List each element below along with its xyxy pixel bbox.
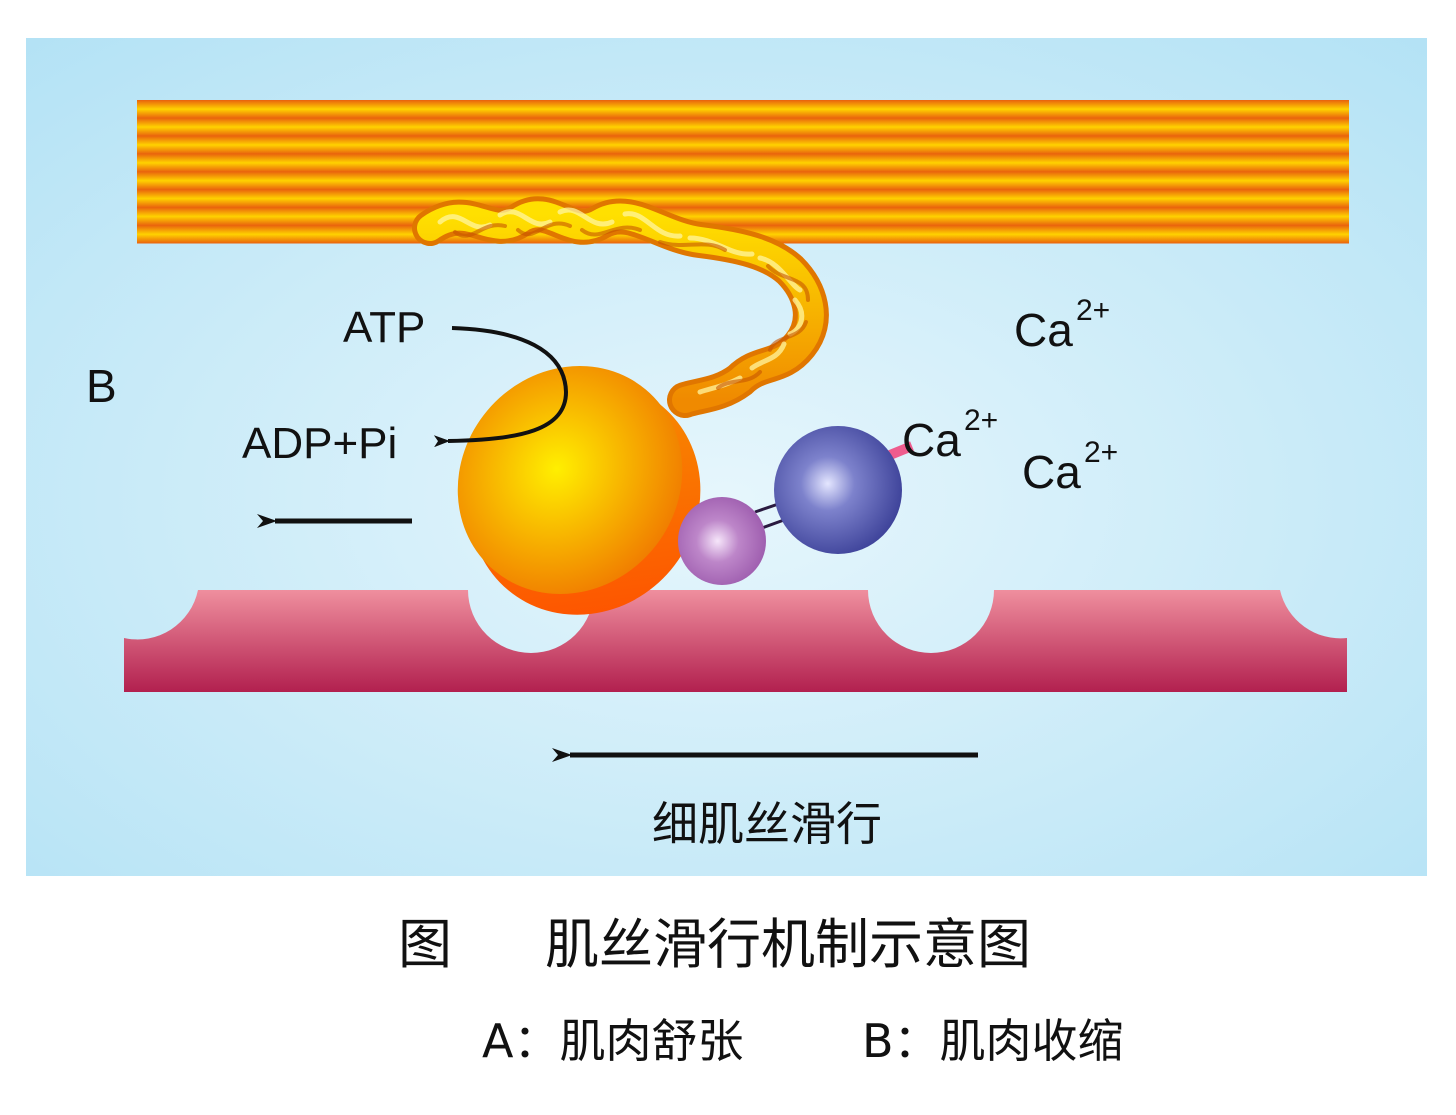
atp-label: ATP: [343, 303, 425, 352]
calcium-charge: 2+: [1084, 436, 1118, 469]
troponin-large-sphere: [774, 426, 902, 554]
sliding-label: 细肌丝滑行: [652, 797, 882, 851]
figure-legend: A：肌肉舒张 B：肌肉收缩: [0, 1005, 1456, 1075]
calcium-ion-2: Ca 2+: [902, 404, 998, 466]
thin-filament: [124, 590, 1347, 692]
troponin-complex: [678, 426, 914, 585]
calcium-charge: 2+: [964, 404, 998, 437]
calcium-label: Ca: [902, 414, 961, 466]
adp-pi-label: ADP+Pi: [242, 419, 397, 468]
legend-a: A：肌肉舒张: [482, 1014, 744, 1068]
panel-label: B: [86, 360, 117, 412]
troponin-small-sphere: [678, 497, 766, 585]
sliding-filament-diagram: B ATP ADP+Pi Ca 2+ Ca 2+ Ca 2+ 细肌丝滑行: [26, 38, 1427, 876]
calcium-ion-3: Ca 2+: [1022, 436, 1118, 498]
figure-number: 图: [398, 913, 452, 976]
myosin-tail: [412, 196, 829, 418]
figure-title: 肌丝滑行机制示意图: [545, 913, 1031, 976]
calcium-charge: 2+: [1076, 294, 1110, 327]
thick-filament: [137, 100, 1349, 244]
atp-hydrolysis-arrow: [433, 326, 569, 448]
myosin-head: [457, 366, 701, 615]
calcium-label: Ca: [1022, 446, 1081, 498]
calcium-ion-1: Ca 2+: [1014, 294, 1110, 356]
figure-caption: 图 肌丝滑行机制示意图: [0, 900, 1456, 980]
calcium-label: Ca: [1014, 304, 1073, 356]
legend-b: B：肌肉收缩: [862, 1014, 1124, 1068]
